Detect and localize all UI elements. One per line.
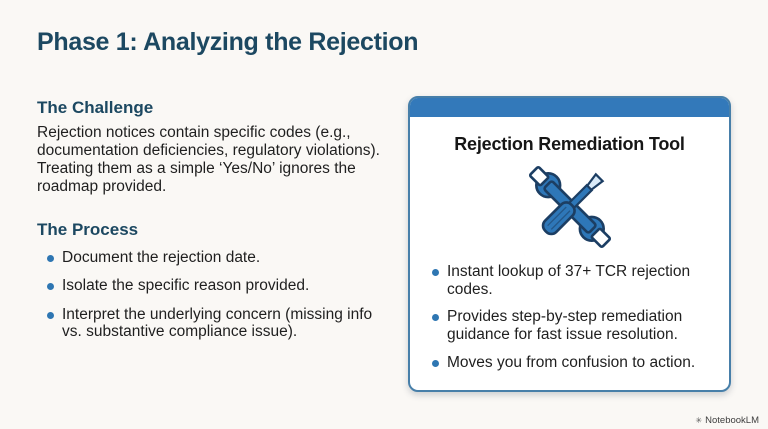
watermark-label: NotebookLM	[705, 415, 759, 426]
card-title: Rejection Remediation Tool	[454, 134, 685, 154]
list-item: Document the rejection date.	[37, 249, 393, 267]
watermark: ✳ NotebookLM	[695, 415, 759, 426]
card-header-bar	[410, 98, 729, 117]
list-item: Isolate the specific reason provided.	[37, 277, 393, 295]
list-item: Moves you from confusion to action.	[422, 354, 715, 372]
challenge-heading: The Challenge	[37, 98, 154, 117]
list-item: Provides step-by-step remediation guidan…	[422, 308, 715, 343]
notebooklm-logo-icon: ✳	[695, 416, 703, 425]
wrench-screwdriver-icon	[410, 161, 729, 253]
list-item: Instant lookup of 37+ TCR rejection code…	[422, 263, 715, 298]
card-feature-list: Instant lookup of 37+ TCR rejection code…	[422, 263, 715, 371]
list-item: Interpret the underlying concern (missin…	[37, 306, 393, 341]
remediation-tool-card: Rejection Remediation Tool	[408, 96, 731, 392]
process-section: The Process Document the rejection date.…	[37, 220, 393, 342]
process-list: Document the rejection date. Isolate the…	[37, 249, 393, 342]
challenge-section: The Challenge Rejection notices contain …	[37, 98, 393, 197]
page-title: Phase 1: Analyzing the Rejection	[37, 28, 419, 56]
process-heading: The Process	[37, 219, 139, 239]
challenge-body-text: Rejection notices contain specific codes…	[37, 124, 380, 196]
left-column: The Challenge Rejection notices contain …	[37, 98, 393, 352]
